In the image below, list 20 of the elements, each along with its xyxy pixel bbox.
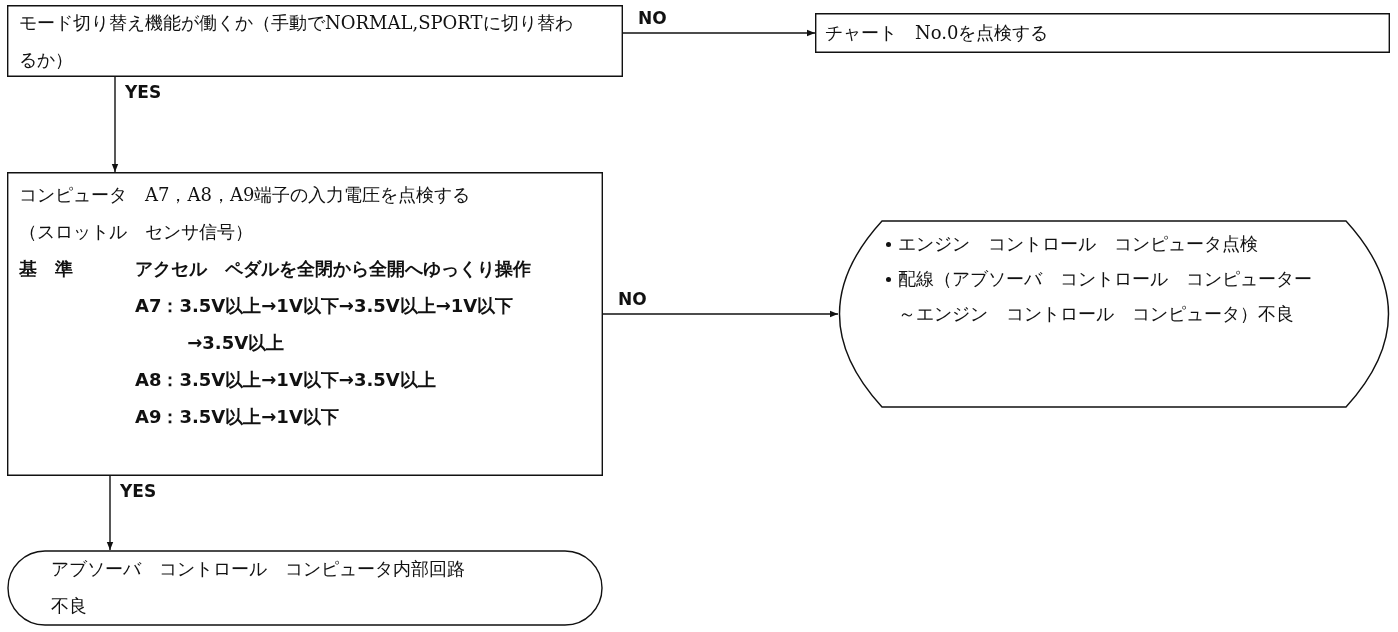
process-box	[815, 13, 1390, 53]
node-text: A9：3.5V以上→1V以下	[135, 405, 340, 429]
node-text: A8：3.5V以上→1V以下→3.5V以上	[135, 368, 437, 392]
node-text: アクセル ペダルを全閉から全開へゆっくり操作	[135, 257, 532, 281]
node-text: 基 準	[19, 257, 74, 281]
node-text: チャート No.0を点検する	[825, 21, 1050, 45]
node-text: モード切り替え機能が働くか（手動でNORMAL,SPORTに切り替わるか）	[19, 11, 574, 72]
node-text: コンピュータ A7，A8，A9端子の入力電圧を点検する（スロットル センサ信号）	[19, 183, 472, 244]
node-text: エンジン コントロール コンピュータ点検	[898, 232, 1259, 256]
decision-box	[7, 5, 623, 77]
decision-box	[7, 172, 603, 476]
node-text: アブソーバ コントロール コンピュータ内部回路不良	[51, 557, 466, 618]
result-box	[838, 220, 1390, 408]
arrow	[622, 29, 816, 37]
node-text: A7：3.5V以上→1V以下→3.5V以上→1V以下→3.5V以上	[135, 294, 515, 355]
result-box	[7, 550, 603, 626]
arrow	[602, 310, 839, 318]
arrow	[111, 76, 119, 173]
node-text: 配線（アブソーバ コントロール コンピューター～エンジン コントロール コンピュータ）不良	[898, 267, 1313, 326]
arrow	[106, 475, 114, 551]
